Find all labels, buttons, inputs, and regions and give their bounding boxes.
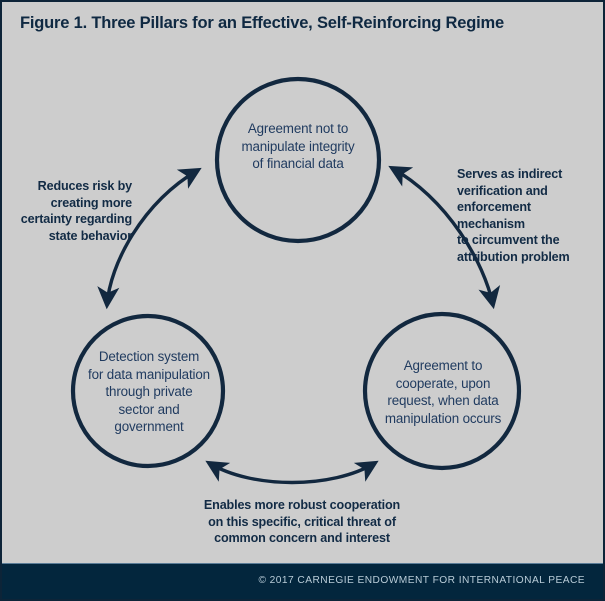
edge-label-left-line-3: certainty regarding: [20, 212, 132, 227]
edge-label-right-line-3: enforcement mechanism: [457, 200, 531, 231]
figure-title: Figure 1. Three Pillars for an Effective…: [20, 14, 504, 32]
edge-label-right-line-4: to circumvent the: [457, 233, 560, 248]
node-label-bottom-right-line-4: manipulation occurs: [384, 410, 502, 426]
edge-label-right: Serves as indirect verification and enfo…: [457, 166, 591, 266]
edge-label-left-line-4: state behavior: [48, 228, 132, 243]
connector-bottom-arrow: [205, 460, 379, 485]
edge-label-bottom-line-3: common concern and interest: [214, 531, 390, 546]
node-label-bottom-left-line-1: Detection system: [98, 349, 200, 364]
node-label-top-line-3: of financial data: [252, 156, 344, 171]
node-label-bottom-left-line-3: through private: [105, 384, 193, 399]
copyright-credit: © 2017 CARNEGIE ENDOWMENT FOR INTERNATIO…: [258, 575, 585, 586]
connector-right-arrow: [388, 165, 501, 310]
edge-label-right-line-1: Serves as indirect: [457, 167, 563, 181]
node-circle-top: [214, 76, 382, 244]
node-label-top: Agreement not to manipulate integrity of…: [220, 120, 376, 173]
node-circle-bottom-left: [70, 313, 226, 469]
node-label-bottom-left-line-5: government: [114, 419, 184, 434]
node-label-top-line-1: Agreement not to: [247, 121, 349, 136]
figure-footer-bar: © 2017 CARNEGIE ENDOWMENT FOR INTERNATIO…: [2, 563, 603, 599]
diagram-svg: [70, 76, 522, 485]
node-label-top-line-2: manipulate integrity: [241, 138, 355, 154]
connector-left-arrow: [97, 167, 202, 310]
node-label-bottom-right-line-2: cooperate, upon: [395, 375, 491, 391]
edge-label-bottom: Enables more robust cooperation on this …: [152, 497, 452, 547]
edge-label-right-line-2: verification and: [457, 183, 548, 198]
diagram-canvas: [2, 2, 603, 565]
node-label-bottom-right-line-1: Agreement to: [403, 358, 483, 373]
node-label-bottom-left-line-2: for data manipulation: [88, 366, 210, 382]
node-label-bottom-right: Agreement to cooperate, upon request, wh…: [368, 357, 518, 427]
edge-label-bottom-line-1: Enables more robust cooperation: [203, 498, 401, 512]
node-circle-bottom-right: [362, 311, 522, 471]
edge-label-bottom-line-2: on this specific, critical threat of: [208, 514, 396, 529]
node-label-bottom-left-line-4: sector and: [118, 401, 180, 417]
node-label-bottom-right-line-3: request, when data: [387, 393, 499, 408]
node-label-bottom-left: Detection system for data manipulation t…: [76, 348, 222, 436]
edge-label-right-line-5: attribution problem: [457, 249, 570, 264]
edge-label-left-line-1: Reduces risk by: [37, 179, 133, 193]
edge-label-left: Reduces risk by creating more certainty …: [14, 178, 132, 244]
edge-label-left-line-2: creating more: [50, 195, 132, 210]
